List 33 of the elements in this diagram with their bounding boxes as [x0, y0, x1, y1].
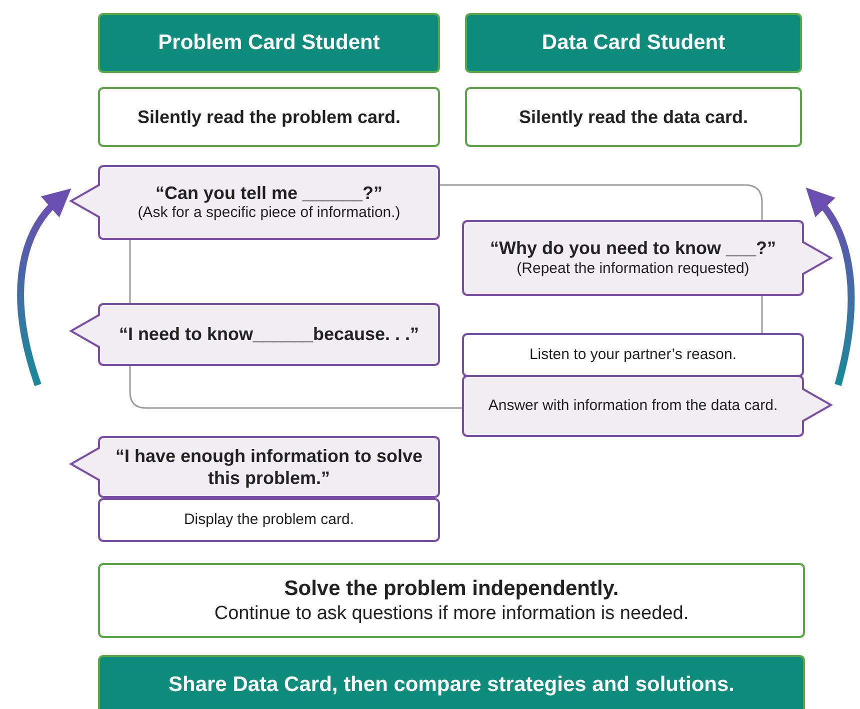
speech-bubble [70, 436, 440, 498]
connector-line [761, 296, 763, 333]
step-box [98, 498, 440, 542]
heading-text: Share Data Card, then compare strategies and solutions. [168, 672, 734, 698]
instruction-text: Display the problem card. [184, 510, 354, 530]
step-text: Silently read the data card. [518, 106, 748, 128]
step-heading: Solve the problem independently. [284, 576, 619, 602]
prompt-text: “Can you tell me ______?” [155, 182, 383, 204]
step-text: Silently read the problem card. [137, 106, 401, 128]
instruction-text: Answer with information from the data card. [488, 396, 778, 416]
step-note: Continue to ask questions if more information is needed. [214, 602, 689, 626]
step-box [98, 87, 440, 147]
note-text: (Repeat the information requested) [516, 260, 750, 279]
step-box [98, 563, 805, 638]
heading-text: Data Card Student [542, 30, 726, 56]
header-banner [465, 13, 802, 73]
instruction-text: Listen to your partner’s reason. [529, 346, 737, 364]
connector-line [129, 240, 131, 303]
prompt-text: “Why do you need to know ___?” [490, 237, 776, 260]
note-text: (Ask for a specific piece of information.) [138, 204, 400, 224]
banner [98, 655, 805, 709]
prompt-text: “I need to know______because. . .” [118, 323, 420, 346]
speech-bubble [462, 220, 832, 296]
header-banner [98, 13, 440, 73]
speech-bubble [70, 303, 440, 366]
step-box [462, 333, 804, 377]
step-box [465, 87, 802, 147]
speech-bubble [70, 165, 440, 240]
heading-text: Problem Card Student [158, 30, 380, 56]
prompt-text: “I have enough information to solve this problem.” [114, 444, 424, 490]
connector-line [129, 366, 462, 409]
speech-bubble [462, 375, 832, 437]
connector-line [440, 184, 763, 220]
